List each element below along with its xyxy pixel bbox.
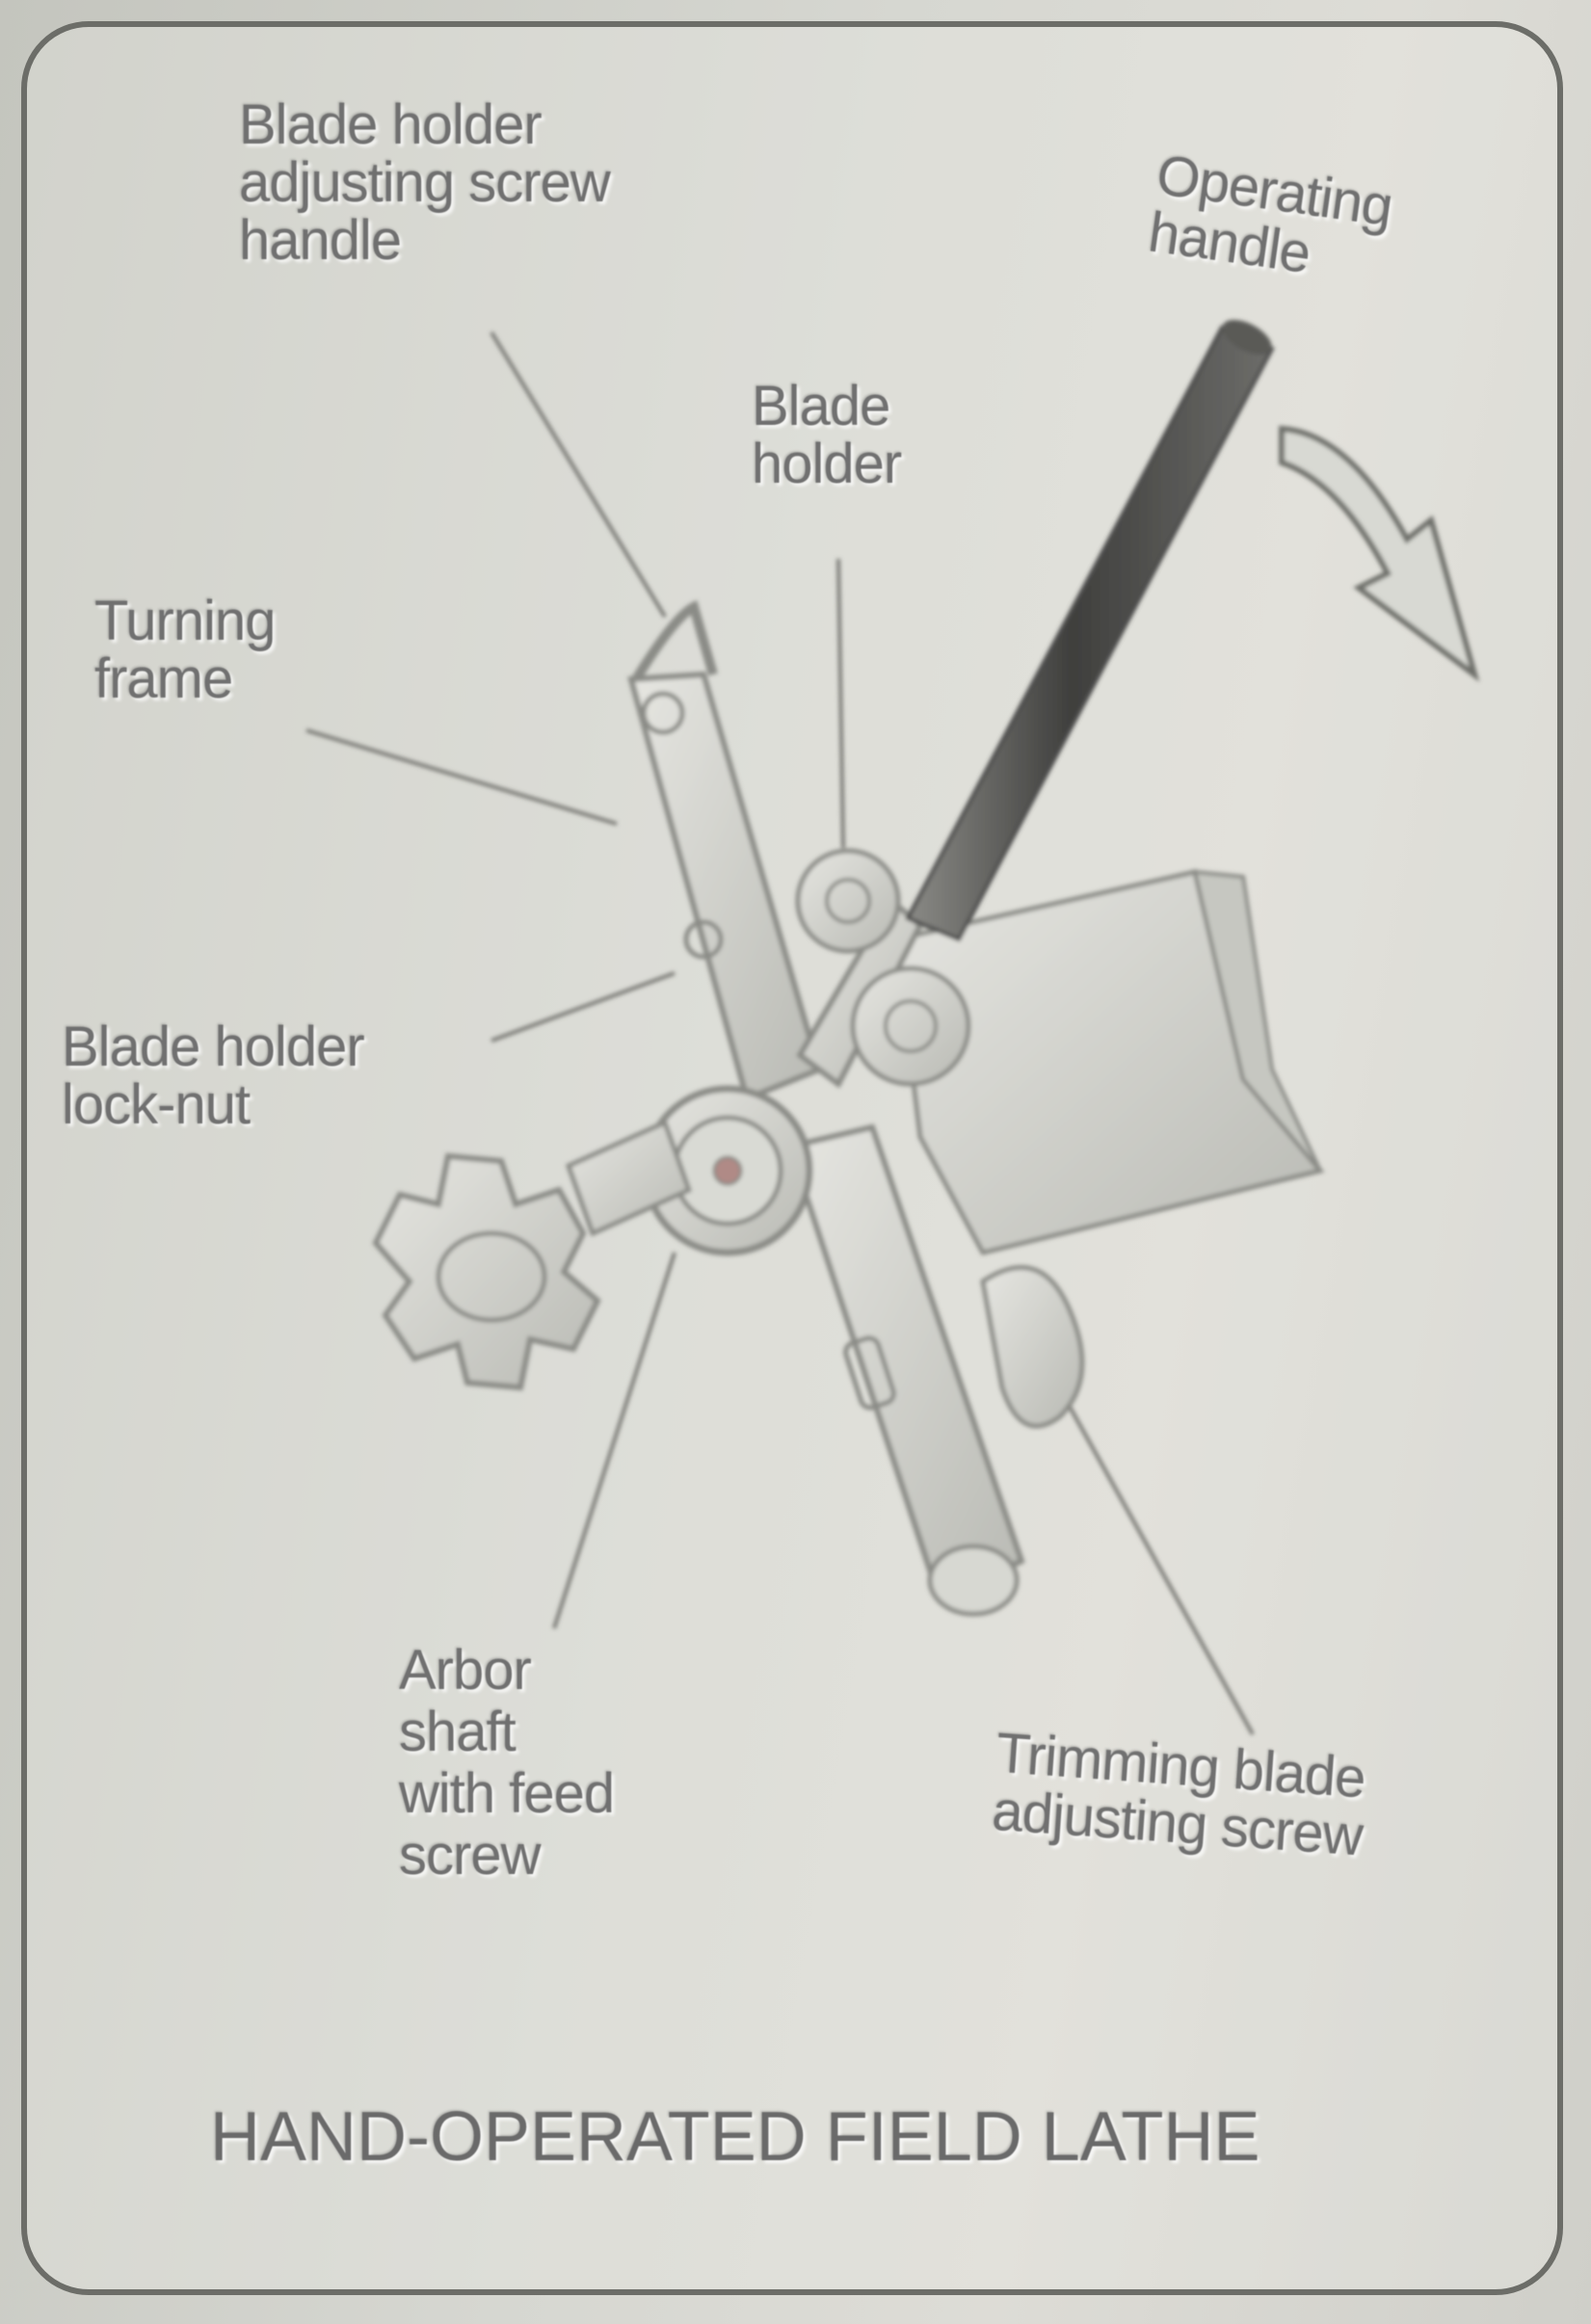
leader-turning-frame <box>306 730 617 824</box>
diagram-title: HAND-OPERATED FIELD LATHE <box>210 2108 1260 2166</box>
label-blade-holder-lock-nut: Blade holder lock-nut <box>62 1018 364 1134</box>
leader-trimming-screw <box>1070 1407 1253 1734</box>
rotation-arrow-icon <box>1282 429 1474 674</box>
blade-holder-screw-handle <box>636 607 713 679</box>
blade-holder-gear <box>798 851 898 951</box>
leader-blade-holder <box>838 559 843 848</box>
operating-handle <box>908 328 1272 939</box>
label-blade-holder-adjusting-screw-handle: Blade holder adjusting screw handle <box>239 96 610 270</box>
turning-frame <box>631 674 819 1098</box>
label-trimming-blade-adjusting-screw: Trimming blade adjusting screw <box>991 1725 1368 1866</box>
leader-lock-nut <box>491 973 675 1041</box>
leader-blade-holder-screw <box>491 332 665 617</box>
label-turning-frame: Turning frame <box>94 593 276 708</box>
label-arbor-shaft: Arbor shaft with feed screw <box>399 1640 614 1887</box>
lock-nut-knob <box>376 1156 597 1387</box>
label-blade-holder: Blade holder <box>752 378 901 493</box>
